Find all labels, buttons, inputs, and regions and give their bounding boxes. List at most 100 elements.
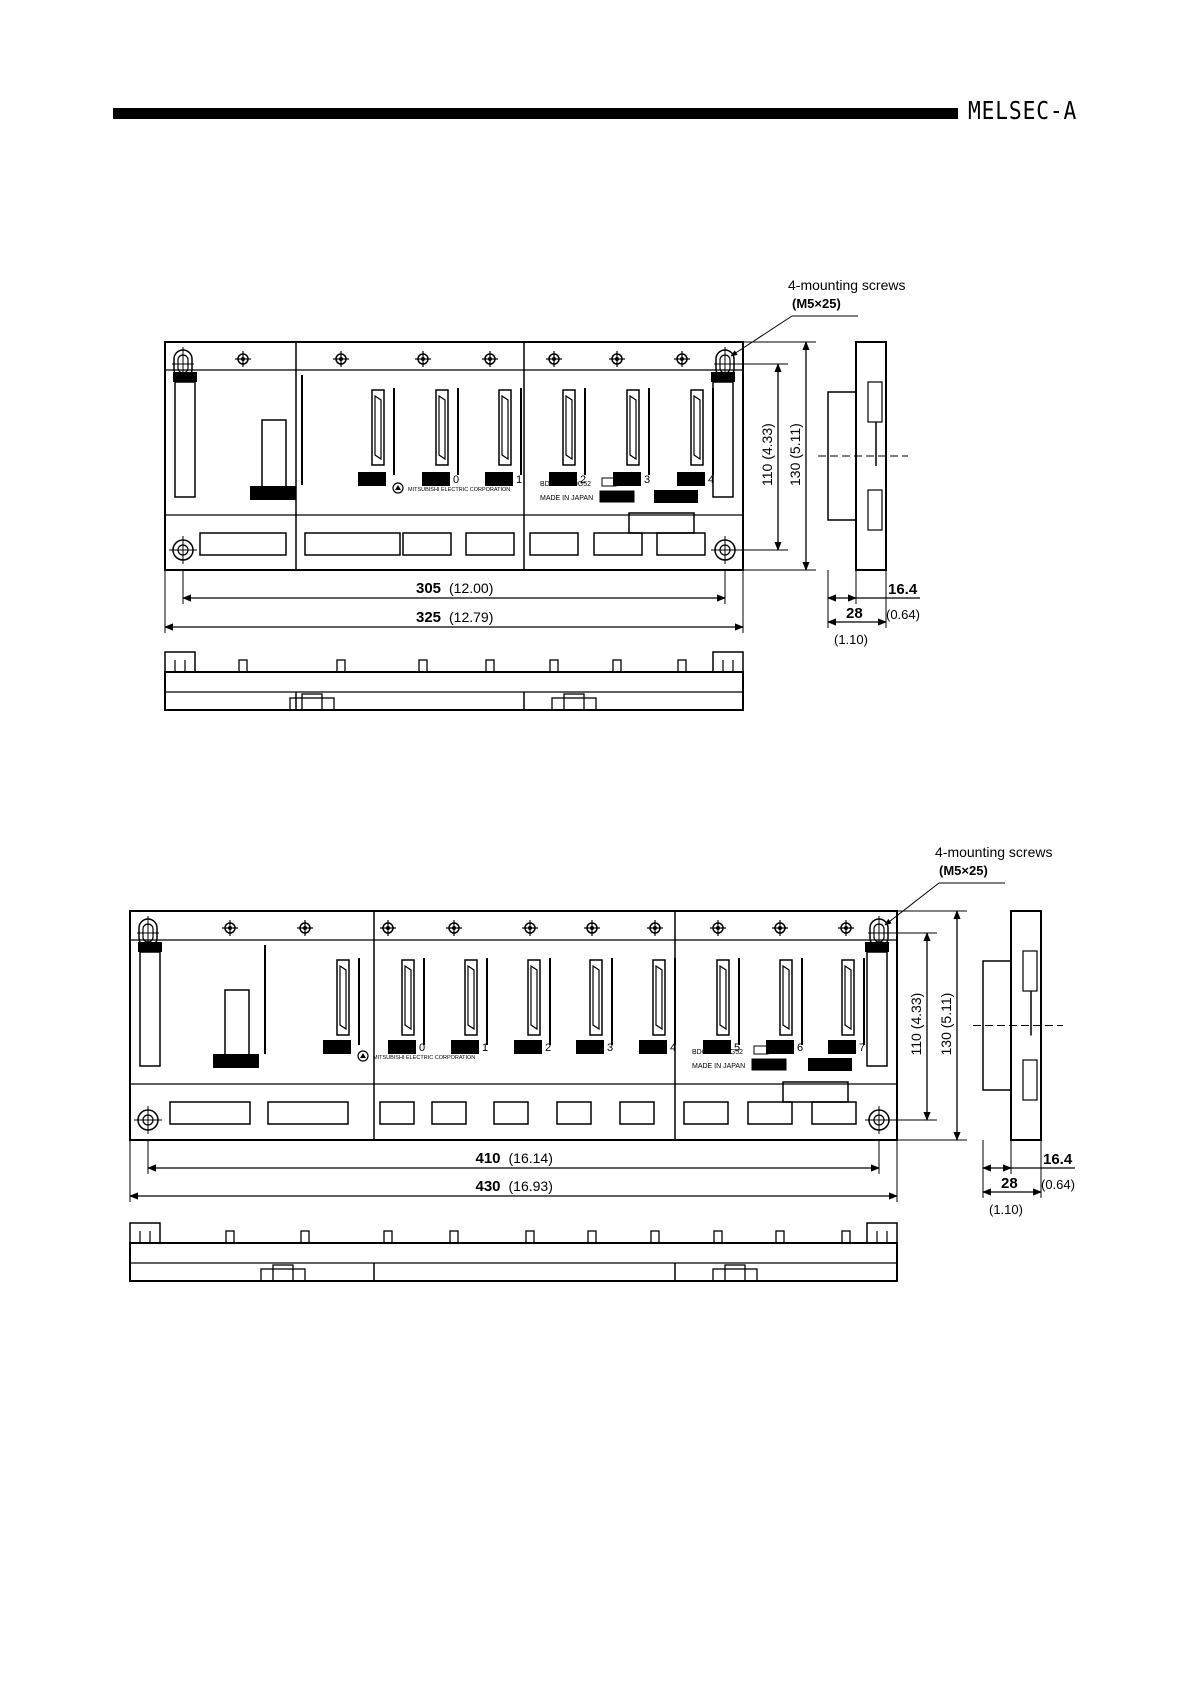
svg-text:E. S. D: E. S. D: [606, 494, 628, 501]
dim-depth-value: 28: [1001, 1175, 1018, 1192]
io-slot-number: 3: [607, 1042, 613, 1054]
io-label: I / O: [451, 1040, 479, 1054]
base-outline: [129, 910, 898, 1141]
svg-text:I / O: I / O: [392, 1042, 413, 1054]
slot-connector-icon: [498, 388, 522, 475]
svg-text:POWER: POWER: [252, 488, 294, 500]
terminal-window: [683, 1101, 729, 1125]
io-label: I / O: [613, 472, 641, 486]
terminal-window: [493, 1101, 529, 1125]
mounting-note: 4-mounting screws: [935, 844, 1053, 860]
svg-text:(16.14): (16.14): [509, 1150, 553, 1166]
io-label: I / O: [639, 1040, 667, 1054]
esd-box: [751, 1058, 787, 1071]
terminal-window: [379, 1101, 415, 1125]
svg-text:CPU: CPU: [360, 474, 383, 486]
io-slot-number: 5: [734, 1042, 740, 1054]
dim-rail-depth-value: 16.4: [888, 581, 918, 598]
maker-logo-icon: [357, 1050, 369, 1062]
power-connector: [224, 989, 250, 1061]
dim-pitch-width-label: 410(16.14): [476, 1150, 553, 1167]
nameplate: [628, 512, 695, 534]
made-in-text: MADE IN JAPAN: [692, 1063, 745, 1070]
screw-icon: [446, 920, 462, 936]
slot-connector-icon: [652, 958, 676, 1045]
terminal-window: [529, 532, 579, 556]
terminal-window: [747, 1101, 793, 1125]
io-label: I / O: [766, 1040, 794, 1054]
io-slot-number: 1: [482, 1042, 488, 1054]
screw-icon: [415, 351, 431, 367]
mounting-hole-icon: [134, 1106, 162, 1134]
slot-connector-icon: [626, 388, 650, 475]
slot-connector-icon: [464, 958, 488, 1045]
terminal-window: [656, 532, 706, 556]
io-label: I / O: [828, 1040, 856, 1054]
slot-connector-icon: [336, 958, 360, 1045]
mounting-note: 4-mounting screws: [788, 277, 906, 293]
svg-text:(12.79): (12.79): [449, 609, 493, 625]
io-label: I / O: [422, 472, 450, 486]
svg-text:E. S. D: E. S. D: [758, 1062, 780, 1069]
svg-text:130 (5.11): 130 (5.11): [938, 993, 954, 1056]
io-slot-number: 7: [859, 1042, 865, 1054]
dim-total-height-label: 130 (5.11): [938, 993, 954, 1056]
screw-icon: [522, 920, 538, 936]
screw-icon: [838, 920, 854, 936]
io-label: I / O: [388, 1040, 416, 1054]
terminal-window: [465, 532, 515, 556]
slot-connector-icon: [690, 388, 714, 475]
nameplate: [782, 1081, 849, 1103]
callout-leader: [884, 882, 940, 926]
cpu-label: CPU: [323, 1040, 351, 1054]
svg-text:130 (5.11): 130 (5.11): [787, 423, 803, 486]
side-view: [818, 341, 908, 571]
terminal-window: [304, 532, 401, 556]
esd-label: E. S. D: [600, 491, 634, 502]
made-in-text: MADE IN JAPAN: [540, 495, 593, 502]
io-slot-number: 0: [453, 474, 459, 486]
svg-text:110 (4.33): 110 (4.33): [908, 993, 924, 1056]
screw-icon: [674, 351, 690, 367]
dim-depth-value: 28: [846, 605, 863, 622]
callout-leader: [730, 315, 793, 357]
model-code-text: BD626E680G52: [692, 1049, 743, 1056]
esd-box: [599, 490, 635, 503]
dim-total-width-label: 430(16.93): [476, 1178, 553, 1195]
dim-depth-inch: (1.10): [989, 1202, 1023, 1217]
dim-rail-depth-inch: (0.64): [886, 607, 920, 622]
left-end-connector: [139, 951, 161, 1067]
svg-text:POWER: POWER: [215, 1056, 257, 1068]
svg-text:A1S35B: A1S35B: [658, 492, 695, 503]
svg-text:I / O: I / O: [580, 1042, 601, 1054]
io-slot-number: 3: [644, 474, 650, 486]
svg-text:I / O: I / O: [426, 474, 447, 486]
io-slot-number: 2: [545, 1042, 551, 1054]
maker-text: MITSUBISHI ELECTRIC CORPORATION: [373, 1055, 475, 1061]
slot-connector-icon: [841, 958, 865, 1045]
slot-connector-icon: [371, 388, 395, 475]
terminal-window: [199, 532, 287, 556]
io-slot-number: 4: [670, 1042, 676, 1054]
maker-logo-icon: [392, 482, 404, 494]
svg-text:305: 305: [416, 580, 441, 597]
io-slot-number: 2: [580, 474, 586, 486]
slot-connector-icon: [401, 958, 425, 1045]
io-label: I / O: [576, 1040, 604, 1054]
io-label: I / O: [485, 472, 513, 486]
screw-icon: [772, 920, 788, 936]
model-label: A1S38B: [808, 1058, 852, 1071]
slot-connector-icon: [527, 958, 551, 1045]
code-box: [601, 477, 617, 487]
screw-spec: (M5×25): [792, 296, 841, 311]
screw-icon: [546, 351, 562, 367]
